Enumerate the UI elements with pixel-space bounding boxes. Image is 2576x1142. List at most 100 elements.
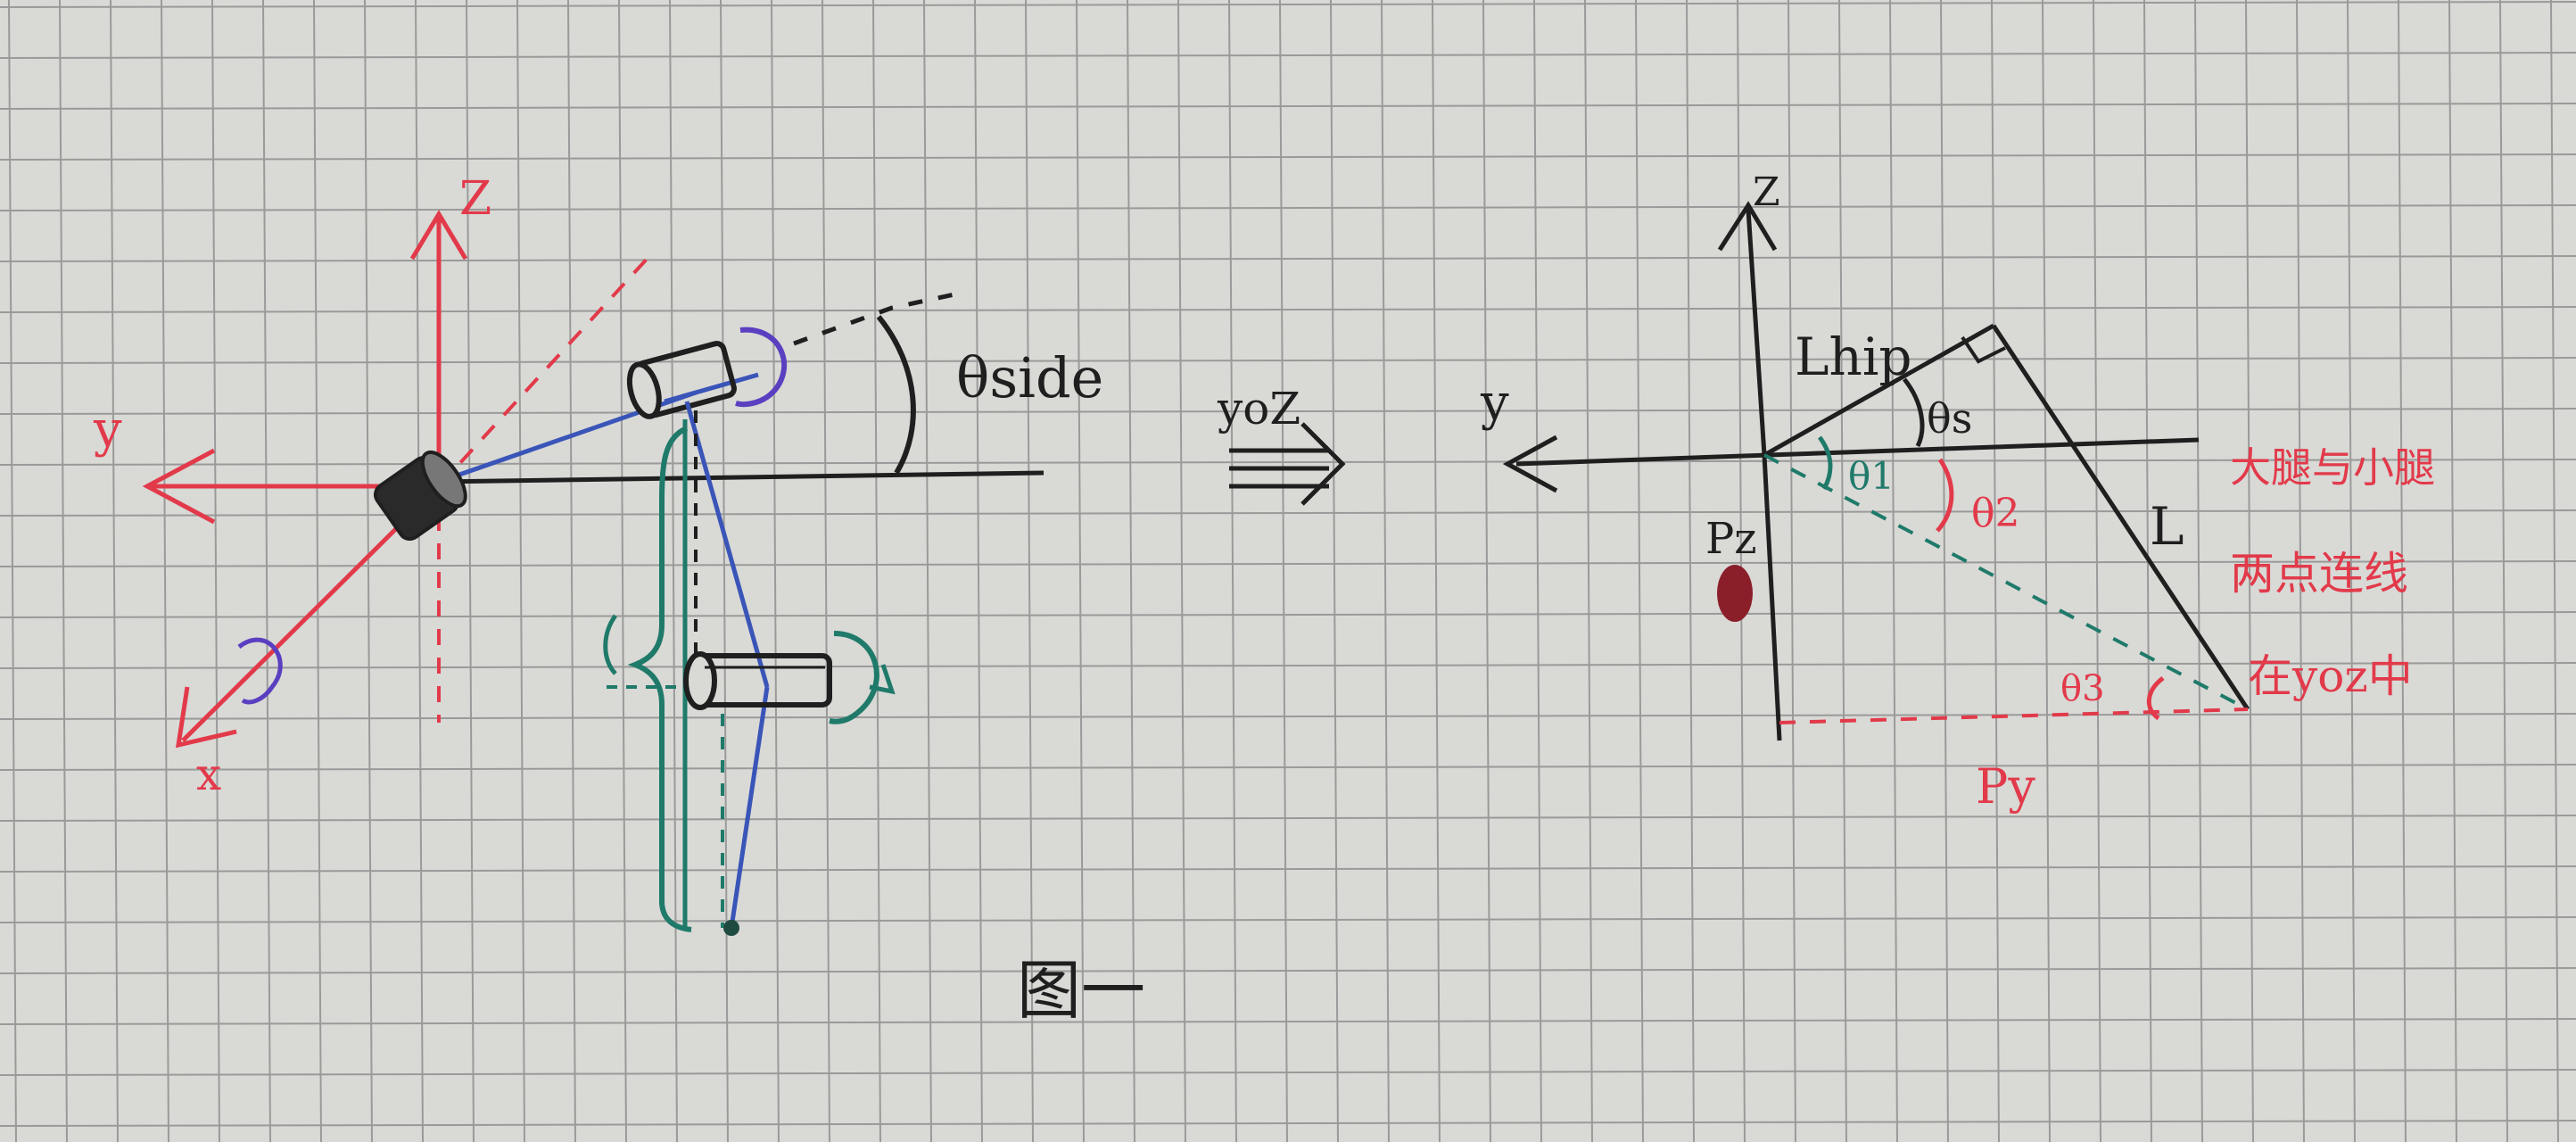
grid-line-vertical [313,0,322,1142]
z-axis-left-label: Z [459,172,491,226]
shank-link [729,686,770,929]
grid-line-horizontal [0,103,2576,110]
l-label: L [2150,496,2184,557]
grid-line-vertical [1177,0,1186,1142]
grid-line-vertical [1381,0,1390,1142]
grid-line-vertical [1533,0,1542,1142]
grid-line-horizontal [0,611,2576,618]
grid-line-horizontal [0,1018,2576,1025]
grid-line-vertical [2448,0,2457,1142]
grid-line-vertical [2398,0,2407,1142]
grid-line-vertical [1788,0,1796,1142]
grid-line-horizontal [0,408,2576,415]
grid-line-vertical [923,0,932,1142]
theta-3-label: θ3 [2060,668,2105,709]
theta-side-label: θside [956,345,1103,410]
grid-line-vertical [1228,0,1237,1142]
pz-label: Pz [1705,514,1757,564]
right-2d-diagram: Z y Lhip θs L θ1 θ2 θ3 Pz Py 大腿与小腿 [1480,170,2435,815]
hip-rotation-arrow [735,327,788,408]
thigh-link [684,401,770,688]
note-line-3: 在yoz中 [2248,650,2413,702]
grid-line-vertical [466,0,475,1142]
grid-line-horizontal [0,662,2576,669]
y-axis-left-label: y [93,401,122,459]
grid-line-vertical [2347,0,2356,1142]
grid-line-horizontal [0,967,2576,974]
grid-line-vertical [2143,0,2152,1142]
base-joint [373,450,467,542]
grid-line-vertical [1432,0,1441,1142]
grid-line-vertical [59,0,68,1142]
foot-point [723,920,739,936]
grid-line-horizontal [0,255,2576,262]
grid-line-horizontal [0,560,2576,567]
grid-line-horizontal [0,52,2576,59]
py-label: Py [1976,758,2035,815]
grid-line-vertical [1076,0,1085,1142]
grid-line-horizontal [0,916,2576,923]
horizontal-reference-left [438,470,1044,484]
note-line-2: 两点连线 [2230,548,2408,600]
l-hip-label: Lhip [1795,327,1912,387]
grid-line-horizontal [0,764,2576,771]
grid-line-vertical [2042,0,2051,1142]
hip-direction-dashed [437,252,653,488]
theta-2-label: θ2 [1971,491,2019,536]
grid-line-vertical [364,0,373,1142]
grid-line-horizontal [0,713,2576,720]
grid-line-vertical [720,0,729,1142]
grid-line-vertical [1635,0,1644,1142]
grid-line-vertical [2550,0,2559,1142]
z-axis-right-label: Z [1753,170,1780,215]
teal-left-bracket [603,614,618,675]
grid-line-horizontal [0,865,2576,873]
grid-line-vertical [1279,0,1288,1142]
theta-2-arc [1936,458,1954,533]
theta-1-label: θ1 [1848,454,1895,498]
x-axis-left-label: x [196,749,221,800]
grid-line-vertical [2194,0,2203,1142]
grid-line-vertical [1838,0,1847,1142]
left-3d-sketch: Z y x θside [93,172,1103,936]
grid-line-vertical [2093,0,2101,1142]
theta-s-arc [1903,377,1925,448]
grid-line-vertical [1991,0,2000,1142]
y-axis-right [1515,437,2200,467]
hip-joint-cylinder [626,341,737,419]
grid-line-vertical [262,0,271,1142]
grid-line-vertical [872,0,881,1142]
grid-line-horizontal [0,357,2576,364]
grid-line-vertical [1686,0,1695,1142]
grid-line-horizontal [0,1120,2576,1127]
grid-line-vertical [1127,0,1135,1142]
grid-line-vertical [110,0,119,1142]
grid-line-horizontal [0,153,2576,161]
x-rotation-arrow [237,637,283,705]
grid-line-vertical [1940,0,1949,1142]
grid-line-vertical [1584,0,1593,1142]
grid-line-vertical [822,0,830,1142]
grid-line-vertical [2296,0,2305,1142]
z-axis-right-arrow [1717,201,1778,252]
theta-1-arc [1817,435,1833,491]
grid-line-horizontal [0,815,2576,822]
z-axis-right [1762,454,1782,741]
grid-line-vertical [2245,0,2254,1142]
theta-3-arc [2146,676,2165,721]
grid-line-horizontal [0,1069,2576,1076]
l-hip-link [1763,323,1995,458]
grid-line-vertical [567,0,576,1142]
grid-line-vertical [516,0,525,1142]
pz-marker [1717,565,1753,622]
z-axis-right-up [1746,209,1767,456]
note-line-1: 大腿与小腿 [2230,443,2435,492]
grid-line-vertical [618,0,627,1142]
right-angle-marker [1961,335,2006,364]
grid-line-horizontal [0,204,2576,211]
grid-line-vertical [1330,0,1339,1142]
l-link [1991,324,2250,711]
teal-dashed-hypotenuse [1763,453,2249,711]
grid-line-vertical [1025,0,1034,1142]
